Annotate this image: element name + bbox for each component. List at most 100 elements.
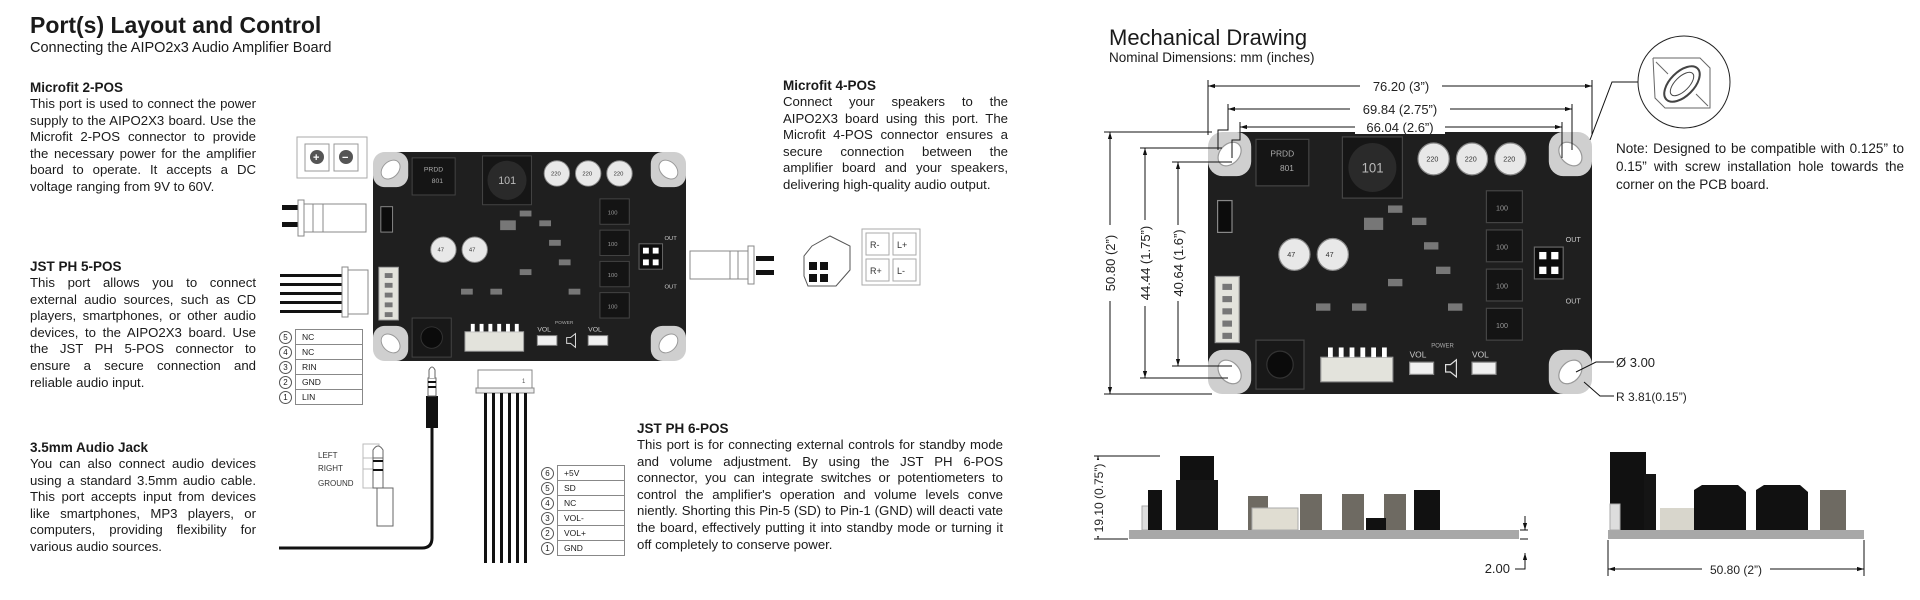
jst-6pos-header xyxy=(1320,356,1394,383)
jst-6pos-cable: 1 xyxy=(475,369,535,563)
svg-text:47: 47 xyxy=(1287,250,1295,259)
svg-text:L-: L- xyxy=(897,266,905,276)
svg-text:101: 101 xyxy=(1362,160,1384,175)
mounting-holes xyxy=(373,152,686,361)
section-microfit-2pos: Microfit 2-POS This port is used to conn… xyxy=(30,80,256,196)
svg-text:1: 1 xyxy=(522,379,526,385)
speaker-icon xyxy=(1445,358,1457,379)
svg-text:47: 47 xyxy=(1326,250,1334,259)
plus-icon xyxy=(310,150,324,164)
mounting-holes xyxy=(1208,132,1592,394)
power-polarity-box: + − xyxy=(296,136,368,179)
audio-jack-cable xyxy=(279,366,438,550)
vol-minus-switch xyxy=(536,335,558,346)
section-heading: JST PH 5-POS xyxy=(30,259,122,274)
page-title: Port(s) Layout and Control xyxy=(30,12,322,38)
svg-text:VOL: VOL xyxy=(1410,349,1427,359)
pin-number: 3 xyxy=(541,511,558,526)
side-height-label: 19.10 (0.75”) xyxy=(1092,464,1106,533)
svg-text:OUT: OUT xyxy=(1566,296,1582,305)
svg-text:PRDD: PRDD xyxy=(1270,148,1294,158)
microfit-2pos-connector xyxy=(282,199,367,237)
jst-5pos-connector xyxy=(280,266,369,318)
svg-text:OUT: OUT xyxy=(1566,235,1582,244)
pin-number: 1 xyxy=(279,390,296,405)
board-thickness-label: 2.00 xyxy=(1485,561,1510,576)
section-jst-6pos: JST PH 6-POS This port is for connecting… xyxy=(637,421,1003,553)
pin-number: 3 xyxy=(279,360,296,375)
svg-text:R-: R- xyxy=(870,240,880,250)
svg-text:POWER: POWER xyxy=(555,320,574,326)
leader-detail xyxy=(1589,81,1638,141)
svg-text:801: 801 xyxy=(432,178,444,185)
pin-label: GND xyxy=(557,540,625,556)
output-inductors xyxy=(1485,190,1523,341)
section-jst-5pos: JST PH 5-POS This port allows you to con… xyxy=(30,259,256,391)
section-text: You can also connect audio devices using… xyxy=(30,456,256,554)
svg-text:R+: R+ xyxy=(870,266,882,276)
section-heading: 3.5mm Audio Jack xyxy=(30,440,149,455)
pin-number: 1 xyxy=(541,541,558,556)
page-subtitle: Connecting the AIPO2x3 Audio Amplifier B… xyxy=(30,40,332,56)
jack-label-ground: GROUND xyxy=(318,479,354,488)
dim-width-total-label: 76.20 (3”) xyxy=(1373,79,1429,94)
section-text: This port allows you to connect external… xyxy=(30,275,256,390)
vol-plus-switch xyxy=(1471,361,1497,376)
section-microfit-4pos: Microfit 4-POS Connect your speakers to … xyxy=(783,78,1008,194)
svg-text:VOL: VOL xyxy=(1472,349,1489,359)
mounting-note: Note: Designed to be compatible with 0.1… xyxy=(1616,141,1904,192)
svg-text:220: 220 xyxy=(582,171,593,177)
svg-text:OUT: OUT xyxy=(664,285,677,291)
output-capacitors xyxy=(1417,142,1527,176)
jack-pinout-drawing xyxy=(362,443,394,527)
pin-number: 2 xyxy=(279,375,296,390)
audio-jack xyxy=(1255,339,1305,390)
svg-text:100: 100 xyxy=(608,304,619,310)
svg-text:100: 100 xyxy=(1496,282,1508,291)
leader-corner-radius xyxy=(1583,381,1614,397)
dim-board-thickness xyxy=(1515,553,1528,570)
power-header xyxy=(1217,199,1233,234)
svg-text:220: 220 xyxy=(1503,154,1515,163)
svg-text:220: 220 xyxy=(614,171,625,177)
svg-text:220: 220 xyxy=(1465,154,1477,163)
microfit-4pos-connector xyxy=(689,245,774,285)
input-capacitors xyxy=(430,236,488,263)
pin-number: 5 xyxy=(541,481,558,496)
speaker-pinout-box: R- L+ R+ L- xyxy=(861,228,921,286)
svg-text:47: 47 xyxy=(438,248,445,254)
ic-module xyxy=(1255,138,1310,187)
svg-text:VOL: VOL xyxy=(588,327,602,334)
svg-text:100: 100 xyxy=(1496,321,1508,330)
svg-text:100: 100 xyxy=(608,211,619,217)
svg-text:220: 220 xyxy=(551,171,562,177)
leader-hole-diameter xyxy=(1575,361,1614,373)
svg-text:−: − xyxy=(342,152,348,164)
section-heading: Microfit 2-POS xyxy=(30,80,124,95)
hole-diameter-label: Ø 3.00 xyxy=(1616,355,1655,370)
mechanical-title: Mechanical Drawing xyxy=(1109,25,1308,50)
side-width-label: 50.80 (2”) xyxy=(1710,563,1762,577)
jack-label-left: LEFT xyxy=(318,451,338,460)
svg-text:100: 100 xyxy=(1496,242,1508,251)
svg-text:101: 101 xyxy=(498,175,516,187)
vol-minus-switch xyxy=(1409,361,1435,376)
section-text: This port is for connecting external con… xyxy=(637,437,1003,552)
mounting-hole-detail-circle xyxy=(1637,35,1731,129)
side-view-short xyxy=(1608,452,1864,539)
vol-plus-switch xyxy=(587,335,609,346)
minus-icon xyxy=(339,150,353,164)
